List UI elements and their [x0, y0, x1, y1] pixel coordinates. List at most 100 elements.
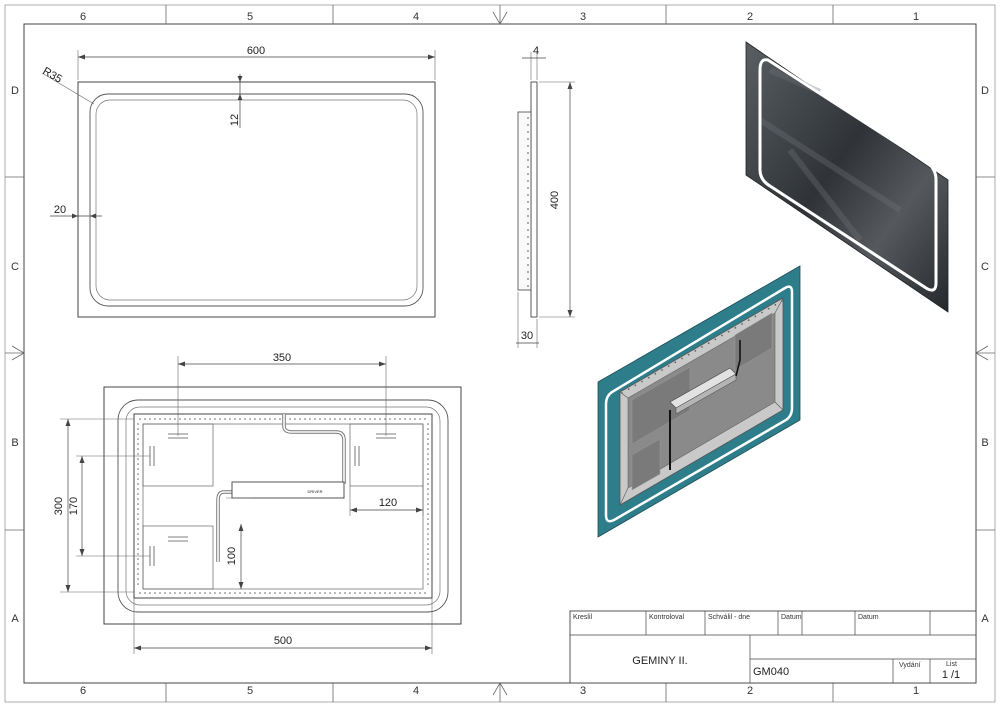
led-dot: [721, 334, 723, 337]
led-dot: [667, 365, 670, 368]
led-dot: [359, 418, 361, 420]
led-dot: [137, 433, 139, 435]
led-dot: [274, 592, 276, 594]
led-dot: [294, 418, 296, 420]
title-block-frame: [569, 610, 977, 684]
led-dot: [137, 543, 139, 545]
led-dot: [229, 592, 231, 594]
led-dot: [249, 418, 251, 420]
led-dot: [184, 418, 186, 420]
led-dot: [339, 592, 341, 594]
led-dot: [761, 311, 763, 314]
led-dot: [137, 553, 139, 555]
led-dot: [701, 346, 703, 348]
led-dot: [137, 468, 139, 470]
side-led-dots: [527, 117, 529, 287]
led-dot: [527, 138, 529, 140]
led-dot: [137, 483, 139, 485]
led-dot: [681, 357, 683, 360]
led-dot: [527, 173, 529, 175]
zone-row-left-b: B: [11, 437, 18, 449]
led-dot: [204, 592, 206, 594]
zone-col-top-4: 4: [413, 11, 419, 23]
led-dot: [137, 478, 139, 480]
zone-row-right-d: D: [981, 85, 989, 97]
led-dot: [369, 418, 371, 420]
zone-col-top-1: 1: [913, 11, 919, 23]
dim-back-cable: 100: [226, 547, 238, 565]
led-dot: [427, 423, 429, 425]
dim-front-radius: R35: [41, 65, 64, 85]
led-dot: [527, 187, 529, 189]
led-dot: [654, 372, 657, 375]
tb-product-code: GM040: [753, 666, 789, 678]
led-dot: [379, 418, 381, 420]
zone-row-left-d: D: [11, 85, 19, 97]
led-dot: [384, 592, 386, 594]
led-dot: [244, 418, 246, 420]
dim-side-thickness: 4: [533, 45, 539, 57]
led-dot: [409, 418, 411, 420]
led-dot: [214, 592, 216, 594]
led-dot: [189, 418, 191, 420]
zone-col-bottom-1: 1: [913, 685, 919, 697]
dim-back-right: 120: [379, 497, 397, 509]
led-dot: [527, 250, 529, 252]
led-dot: [754, 315, 757, 318]
led-dot: [314, 592, 316, 594]
led-dot: [137, 503, 139, 505]
led-dot: [427, 488, 429, 490]
zone-row-left-a: A: [11, 613, 19, 625]
led-dot: [239, 592, 241, 594]
led-dot: [527, 152, 529, 154]
back-led-inner: [125, 406, 441, 606]
led-dot: [427, 528, 429, 530]
side-glass: [530, 81, 538, 318]
led-dot: [707, 342, 710, 345]
led-dot: [269, 418, 271, 420]
led-dot: [234, 418, 236, 420]
led-dot: [149, 592, 151, 594]
led-dot: [209, 592, 211, 594]
led-dot: [137, 518, 139, 520]
led-dot: [414, 592, 416, 594]
front-led-strip-outer: [89, 93, 424, 307]
render-front-3d: [745, 41, 949, 313]
dim-front-side-inset: 20: [54, 204, 66, 216]
led-dot: [264, 592, 266, 594]
zone-col-bottom-2: 2: [747, 685, 753, 697]
back-led-outer: [117, 399, 449, 613]
led-dot: [137, 578, 139, 580]
led-dot: [329, 592, 331, 594]
led-dot: [427, 468, 429, 470]
led-dot: [204, 418, 206, 420]
led-dot: [527, 215, 529, 217]
led-dot: [427, 563, 429, 565]
led-dot: [427, 518, 429, 520]
led-dot: [427, 498, 429, 500]
led-dot: [427, 453, 429, 455]
side-frame: [517, 111, 532, 291]
led-dot: [289, 418, 291, 420]
led-dot: [344, 592, 346, 594]
led-dot: [339, 418, 341, 420]
led-dot: [179, 592, 181, 594]
led-dot: [674, 361, 677, 364]
tb-date-2: Datum: [858, 614, 879, 621]
led-dot: [364, 418, 366, 420]
led-dot: [289, 592, 291, 594]
led-dot: [774, 303, 777, 306]
led-dot: [647, 376, 650, 379]
led-dot: [627, 388, 630, 391]
led-dot: [527, 243, 529, 245]
led-dot: [279, 418, 281, 420]
centering-marks: [5, 5, 995, 702]
led-dot: [364, 592, 366, 594]
led-dot: [527, 180, 529, 182]
led-dot: [527, 145, 529, 147]
dim-side-depth: 30: [521, 330, 533, 342]
zone-col-top-3: 3: [580, 11, 586, 23]
led-dot: [137, 558, 139, 560]
led-dot: [139, 418, 141, 420]
